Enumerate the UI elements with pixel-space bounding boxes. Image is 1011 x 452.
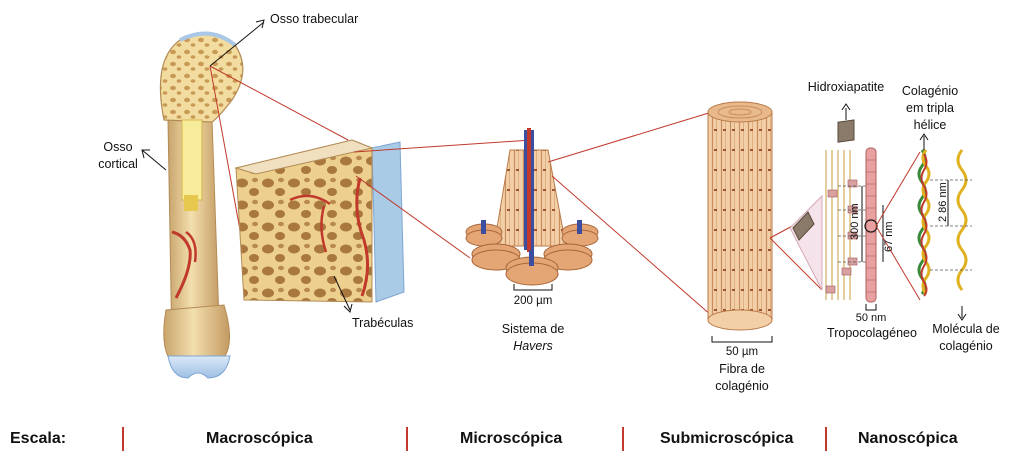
scale-level-submicroscopic: Submicroscópica: [660, 430, 793, 448]
scale-level-macroscopic: Macroscópica: [206, 430, 313, 448]
label-50nm: 50 nm: [856, 311, 887, 326]
tropocollagen-strand: [866, 148, 876, 302]
label-molecule-1: Molécula de: [932, 322, 999, 337]
label-hydroxyapatite: Hidroxiapatite: [808, 80, 884, 95]
label-tropocollagen: Tropocolagéneo: [827, 326, 917, 341]
scale-separator: [406, 427, 408, 451]
trabecular-bone-block: [236, 140, 404, 302]
scale-separator: [622, 427, 624, 451]
zoom-lines-havers: [548, 112, 712, 316]
label-triple-helix-3: hélice: [914, 118, 947, 133]
label-cortical-bone-1: Osso: [103, 140, 132, 155]
label-molecule-2: colagénio: [939, 339, 993, 354]
label-triple-helix-1: Colagénio: [902, 84, 958, 99]
fiber-scale-bracket: [712, 336, 772, 342]
label-fiber-2: colagénio: [715, 379, 769, 394]
label-286nm: 2 86 nm: [936, 182, 951, 222]
scale-separator: [122, 427, 124, 451]
triple-helix: [919, 134, 929, 296]
label-cortical-bone-2: cortical: [98, 157, 138, 172]
label-havers-scale: 200 µm: [514, 294, 553, 309]
label-trabecular-bone: Osso trabecular: [270, 12, 358, 27]
label-fiber-1: Fibra de: [719, 362, 765, 377]
label-triple-helix-2: em tripla: [906, 101, 954, 116]
label-havers-1: Sistema de: [502, 322, 565, 337]
scale-row: Escala: Macroscópica Microscópica Submic…: [0, 422, 1011, 452]
long-bone: [160, 34, 242, 378]
label-fiber-scale: 50 µm: [726, 345, 758, 360]
scale-level-nanoscopic: Nanoscópica: [858, 430, 958, 448]
medullary-cavity: [182, 120, 202, 200]
scale-separator: [825, 427, 827, 451]
scale-level-microscopic: Microscópica: [460, 430, 562, 448]
label-havers-2: Havers: [513, 339, 553, 354]
scale-title: Escala:: [10, 430, 66, 448]
label-300nm: 300 nm: [848, 203, 863, 240]
articular-cartilage: [168, 356, 230, 378]
collagen-molecule: [930, 150, 972, 320]
label-trabeculae: Trabéculas: [352, 316, 413, 331]
label-67nm: 67 nm: [882, 221, 897, 252]
hydroxyapatite-crystals: [793, 104, 854, 240]
collagen-fiber: [708, 102, 772, 342]
